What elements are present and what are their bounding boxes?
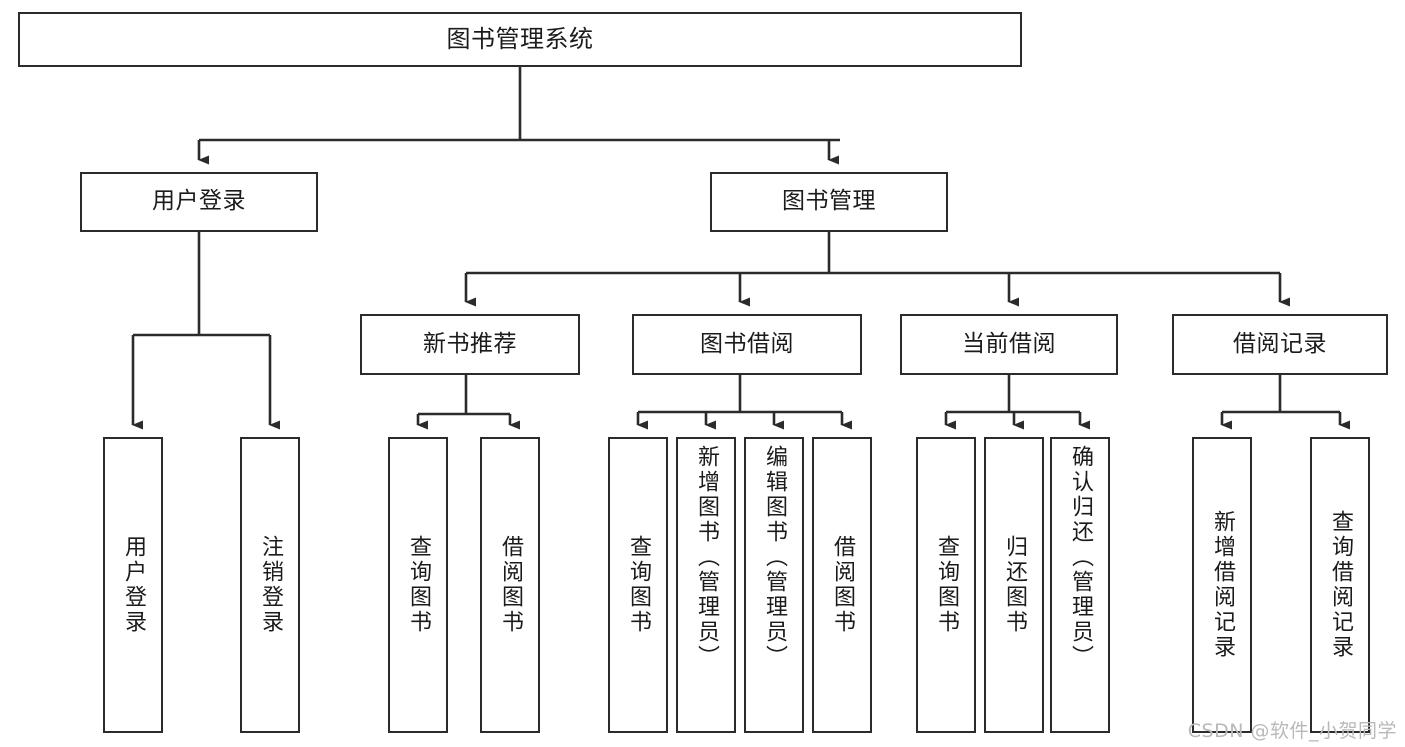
node-label: 新增借阅记录 [1210, 510, 1235, 660]
node-label: 注销登录 [258, 535, 283, 635]
node-label: 查询图书 [406, 535, 431, 635]
leaf-borrow-edit-book-admin[interactable]: 编辑图书（管理员） [744, 437, 804, 733]
node-label: 图书管理系统 [446, 25, 594, 54]
leaf-borrow-query-book[interactable]: 查询图书 [608, 437, 668, 733]
leaf-borrow-borrow-book[interactable]: 借阅图书 [812, 437, 872, 733]
node-label: 查询借阅记录 [1328, 510, 1353, 660]
node-label: 借阅图书 [830, 535, 855, 635]
node-label: 归还图书 [1002, 535, 1027, 635]
node-new-book-recommend[interactable]: 新书推荐 [360, 314, 580, 375]
node-label: 借阅图书 [498, 535, 523, 635]
csdn-watermark: CSDN @软件_小贺同学 [1187, 720, 1397, 742]
node-label: 确认归还（管理员） [1068, 445, 1093, 670]
node-label: 查询图书 [626, 535, 651, 635]
leaf-borrow-add-book-admin[interactable]: 新增图书（管理员） [676, 437, 736, 733]
node-label: 图书管理 [782, 188, 876, 215]
node-label: 用户登录 [152, 188, 246, 215]
node-label: 编辑图书（管理员） [762, 445, 787, 670]
node-label: 新增图书（管理员） [694, 445, 719, 670]
node-borrow-record[interactable]: 借阅记录 [1172, 314, 1388, 375]
leaf-recommend-borrow-book[interactable]: 借阅图书 [480, 437, 540, 733]
node-label: 借阅记录 [1233, 330, 1327, 357]
node-label: 新书推荐 [423, 330, 517, 357]
node-user-login[interactable]: 用户登录 [80, 172, 318, 232]
node-label: 用户登录 [121, 535, 146, 635]
node-current-borrow[interactable]: 当前借阅 [900, 314, 1118, 375]
leaf-user-login-signout[interactable]: 注销登录 [240, 437, 300, 733]
leaf-recommend-query-book[interactable]: 查询图书 [388, 437, 448, 733]
node-root-system[interactable]: 图书管理系统 [18, 12, 1022, 67]
leaf-current-query-book[interactable]: 查询图书 [916, 437, 976, 733]
node-book-borrow[interactable]: 图书借阅 [632, 314, 862, 375]
node-label: 查询图书 [934, 535, 959, 635]
node-label: 当前借阅 [962, 330, 1056, 357]
leaf-current-return-book[interactable]: 归还图书 [984, 437, 1044, 733]
node-book-management[interactable]: 图书管理 [710, 172, 948, 232]
leaf-record-query-record[interactable]: 查询借阅记录 [1310, 437, 1370, 733]
leaf-user-login-signin[interactable]: 用户登录 [103, 437, 163, 733]
leaf-current-confirm-return-admin[interactable]: 确认归还（管理员） [1050, 437, 1110, 733]
node-label: 图书借阅 [700, 330, 794, 357]
leaf-record-add-record[interactable]: 新增借阅记录 [1192, 437, 1252, 733]
